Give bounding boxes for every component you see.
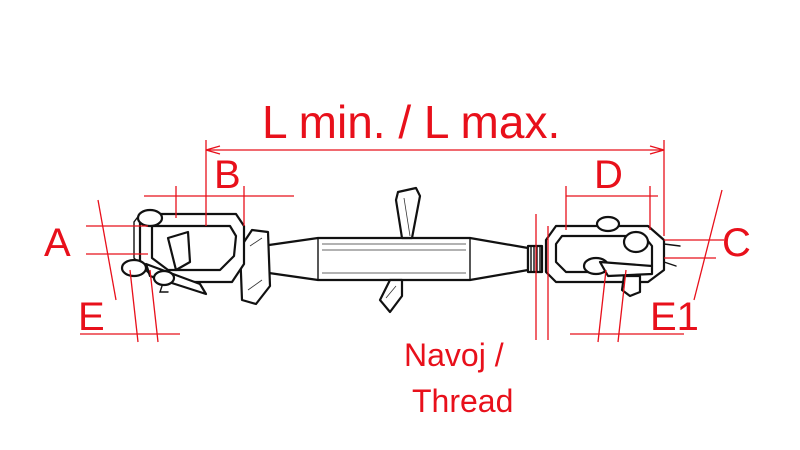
- left-flange: [238, 228, 272, 306]
- e-label: E: [78, 295, 105, 339]
- thread-label-line2: Thread: [412, 383, 513, 419]
- lower-handle: [378, 278, 404, 314]
- length-label: L min. / L max.: [262, 96, 560, 148]
- e1-label: E1: [650, 295, 699, 339]
- top-link: [120, 186, 681, 314]
- c-dimension-line: [693, 189, 723, 301]
- thread-label-line1: Navoj /: [404, 337, 504, 373]
- b-label: B: [214, 153, 241, 197]
- right-clevis: [544, 215, 681, 298]
- upper-handle: [394, 186, 422, 240]
- a-dimension-line: [97, 199, 117, 301]
- main-tube: [260, 236, 530, 282]
- c-label: C: [722, 221, 751, 265]
- dimension-lines: [80, 140, 724, 343]
- d-label: D: [594, 153, 623, 197]
- a-label: A: [44, 221, 71, 265]
- thread-section: [526, 244, 544, 274]
- left-clevis: [120, 208, 246, 296]
